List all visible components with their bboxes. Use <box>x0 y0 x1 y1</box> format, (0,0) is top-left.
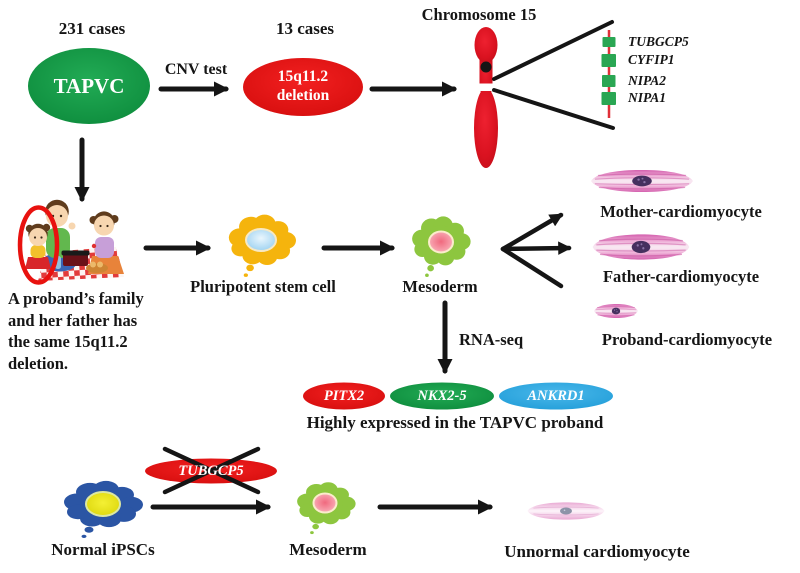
deletion-label-line2: deletion <box>276 86 330 104</box>
knockout-cross-icon <box>162 446 261 495</box>
mesoderm-label: Mesoderm <box>402 277 478 296</box>
father-cardiomyocyte-icon <box>591 233 691 261</box>
deletion-label-line1: 15q11.2 <box>277 68 329 85</box>
rna-seq-label: RNA-seq <box>459 330 524 349</box>
deletion-zoom-line-bottom <box>492 88 615 130</box>
pitx2-ellipse <box>303 382 385 410</box>
flow-arrows <box>74 81 572 515</box>
ankrd1-ellipse <box>499 382 613 410</box>
proband-cardiomyocyte-icon <box>593 303 639 319</box>
ankrd1-ellipse-label: ANKRD1 <box>527 388 585 404</box>
gene-marker-cyfip1 <box>601 54 616 67</box>
deletion-count-label: 13 cases <box>275 19 335 38</box>
tapvc-label: TAPVC <box>53 74 125 98</box>
gene-marker-tubgcp5 <box>602 37 616 47</box>
proband-highlight-circle <box>17 205 60 285</box>
pitx2-ellipse-label: PITX2 <box>323 388 365 404</box>
deletion-zoom-line-top <box>492 20 614 81</box>
family-illustration-icon <box>17 199 124 285</box>
father-cardiomyocyte-label: Father-cardiomyocyte <box>602 267 760 286</box>
unnormal-cardiomyocyte-label: Unnormal cardiomyocyte <box>504 542 690 561</box>
nkx2-5-ellipse-label: NKX2-5 <box>417 388 467 404</box>
mesoderm2-icon <box>297 482 356 535</box>
tubgcp5-knockout-label: TUBGCP5 <box>178 463 244 479</box>
deletion-label: 15q11.2 deletion <box>243 68 363 105</box>
proband-cardiomyocyte-label: Proband-cardiomyocyte <box>601 330 773 349</box>
gene-label-cyfip1: CYFIP1 <box>628 52 675 67</box>
family-caption: A proband’s family and her father has th… <box>8 289 144 373</box>
expressed-caption: Highly expressed in the TAPVC proband <box>306 413 604 432</box>
nkx2-5-ellipse <box>390 382 494 410</box>
mesoderm2-label: Mesoderm <box>289 540 367 559</box>
gene-locus-icon <box>601 30 616 118</box>
gene-label-nipa1: NIPA1 <box>628 90 667 105</box>
tapvc-count-label: 231 cases <box>58 19 126 38</box>
fan-arrow-to-father <box>500 241 572 255</box>
chromosome-title: Chromosome 15 <box>421 5 537 24</box>
unnormal-cardiomyocyte-icon <box>527 501 605 521</box>
cnv-test-label: CNV test <box>164 61 228 78</box>
gene-marker-nipa2 <box>602 75 616 87</box>
stem-cell-label: Pluripotent stem cell <box>190 277 336 296</box>
mother-cardiomyocyte-label: Mother-cardiomyocyte <box>600 202 762 221</box>
mesoderm-icon <box>412 216 471 277</box>
stem-cell-icon <box>228 214 296 277</box>
gene-marker-nipa1 <box>601 92 616 105</box>
normal-ipsc-icon <box>64 480 143 539</box>
tubgcp5-knockout <box>145 446 277 495</box>
gene-label-nipa2: NIPA2 <box>628 72 667 88</box>
gene-label-tubgcp5: TUBGCP5 <box>628 34 689 49</box>
deletion-ellipse <box>243 58 363 116</box>
fan-arrow-to-mother <box>500 212 564 252</box>
mother-cardiomyocyte-icon <box>590 169 694 193</box>
fan-line-to-proband <box>500 246 564 289</box>
chromosome-15-icon <box>474 20 615 168</box>
tapvc-ellipse <box>28 48 150 124</box>
normal-ipscs-label: Normal iPSCs <box>51 540 155 559</box>
